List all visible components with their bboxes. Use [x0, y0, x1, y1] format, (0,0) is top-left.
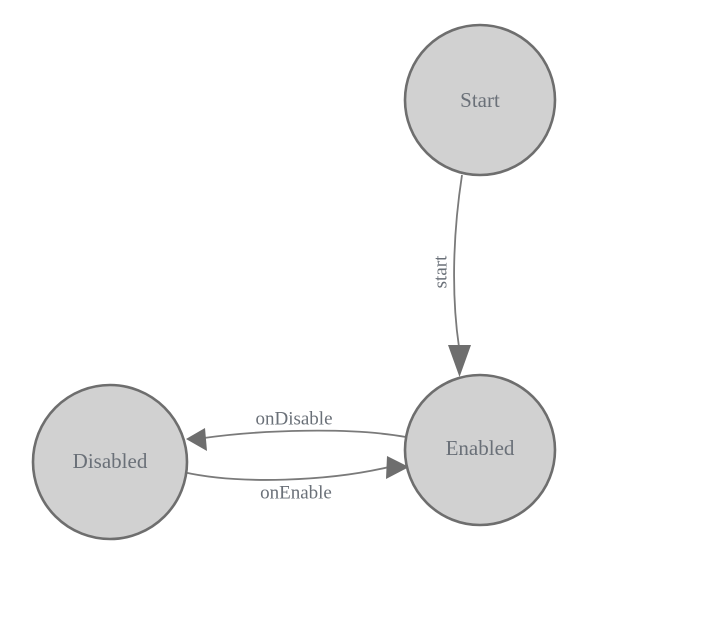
state-node-start-circle	[403, 23, 557, 177]
edge-enabled-to-disabled-line	[203, 429, 407, 439]
state-node-disabled-circle	[31, 383, 189, 541]
state-node-start[interactable]: Start	[403, 23, 557, 177]
state-node-start-label: Start	[460, 88, 500, 112]
edge-start-to-enabled-line	[453, 174, 463, 348]
state-node-enabled-label: Enabled	[446, 436, 515, 460]
state-node-disabled[interactable]: Disabled	[31, 383, 189, 541]
state-node-enabled-circle	[403, 373, 557, 527]
state-node-disabled-label: Disabled	[73, 449, 148, 473]
edge-disabled-to-enabled[interactable]: onEnable	[182, 456, 409, 504]
arrowhead-down-icon	[448, 345, 471, 377]
state-node-enabled[interactable]: Enabled	[403, 373, 557, 527]
edge-start-to-enabled[interactable]: start	[431, 174, 472, 377]
edge-label-onenable: onEnable	[260, 483, 332, 504]
edge-label-ondisable: onDisable	[255, 409, 332, 430]
arrowhead-left-icon	[186, 428, 207, 451]
arrowhead-right-icon	[386, 456, 409, 479]
edge-label-start: start	[431, 255, 452, 288]
edge-disabled-to-enabled-line	[182, 466, 390, 481]
edge-enabled-to-disabled[interactable]: onDisable	[186, 409, 407, 452]
